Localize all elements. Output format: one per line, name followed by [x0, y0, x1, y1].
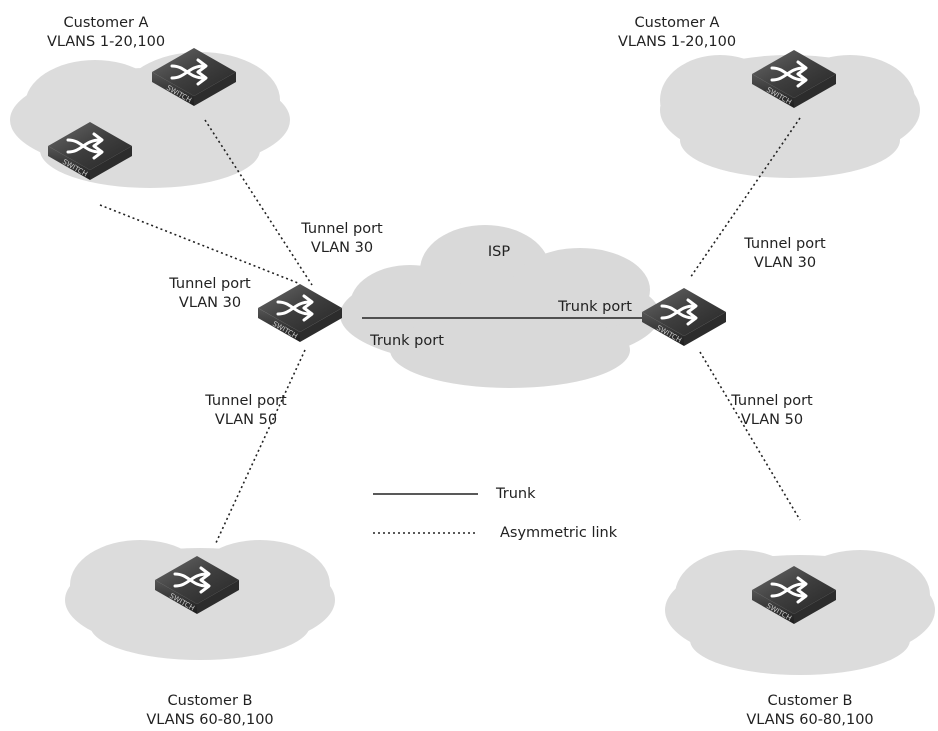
- asymmetric-link-a-right: [689, 117, 801, 279]
- switch-icon-isp-right: [640, 286, 728, 348]
- cloud-isp: [340, 225, 660, 388]
- port-vlan: VLAN 30: [753, 255, 817, 271]
- customer-name: Customer B: [767, 693, 853, 709]
- customer-name: Customer A: [634, 15, 720, 31]
- tunnel-port-left-lower: Tunnel port VLAN 50: [186, 392, 306, 430]
- asymmetric-link-b-left: [214, 349, 306, 546]
- port-vlan: VLAN 30: [310, 240, 374, 256]
- tunnel-port-right-upper: Tunnel port VLAN 30: [725, 235, 845, 273]
- switch-icon-isp-left: [256, 282, 344, 344]
- customer-a-right-label: Customer A VLANS 1-20,100: [577, 14, 777, 52]
- trunk-port-left: Trunk port: [370, 333, 444, 349]
- tunnel-port-left-upper: Tunnel port VLAN 30: [282, 220, 402, 258]
- port-vlan: VLAN 30: [178, 295, 242, 311]
- port-vlan: VLAN 50: [740, 412, 804, 428]
- customer-b-right-label: Customer B VLANS 60-80,100: [710, 692, 910, 730]
- legend-asymmetric-label: Asymmetric link: [500, 525, 618, 541]
- port-type: Tunnel port: [731, 393, 813, 409]
- legend-trunk-label: Trunk: [496, 486, 536, 502]
- customer-vlans: VLANS 60-80,100: [746, 712, 874, 728]
- customer-name: Customer A: [63, 15, 149, 31]
- asymmetric-link-a2-left: [99, 204, 299, 284]
- cloud-customer-a-right: [660, 55, 920, 178]
- port-type: Tunnel port: [301, 221, 383, 237]
- port-type: Tunnel port: [744, 236, 826, 252]
- tunnel-port-left-side: Tunnel port VLAN 30: [150, 275, 270, 313]
- port-vlan: VLAN 50: [214, 412, 278, 428]
- port-type: Tunnel port: [169, 276, 251, 292]
- port-type: Tunnel port: [205, 393, 287, 409]
- trunk-port-right: Trunk port: [558, 299, 632, 315]
- isp-label: ISP: [487, 244, 511, 260]
- customer-name: Customer B: [167, 693, 253, 709]
- tunnel-port-right-lower: Tunnel port VLAN 50: [712, 392, 832, 430]
- asymmetric-link-b-right: [699, 351, 801, 521]
- customer-vlans: VLANS 60-80,100: [146, 712, 274, 728]
- customer-vlans: VLANS 1-20,100: [46, 34, 166, 50]
- customer-vlans: VLANS 1-20,100: [617, 34, 737, 50]
- customer-a-left-label: Customer A VLANS 1-20,100: [6, 14, 206, 52]
- cloud-customer-a-left: [10, 52, 290, 188]
- customer-b-left-label: Customer B VLANS 60-80,100: [110, 692, 310, 730]
